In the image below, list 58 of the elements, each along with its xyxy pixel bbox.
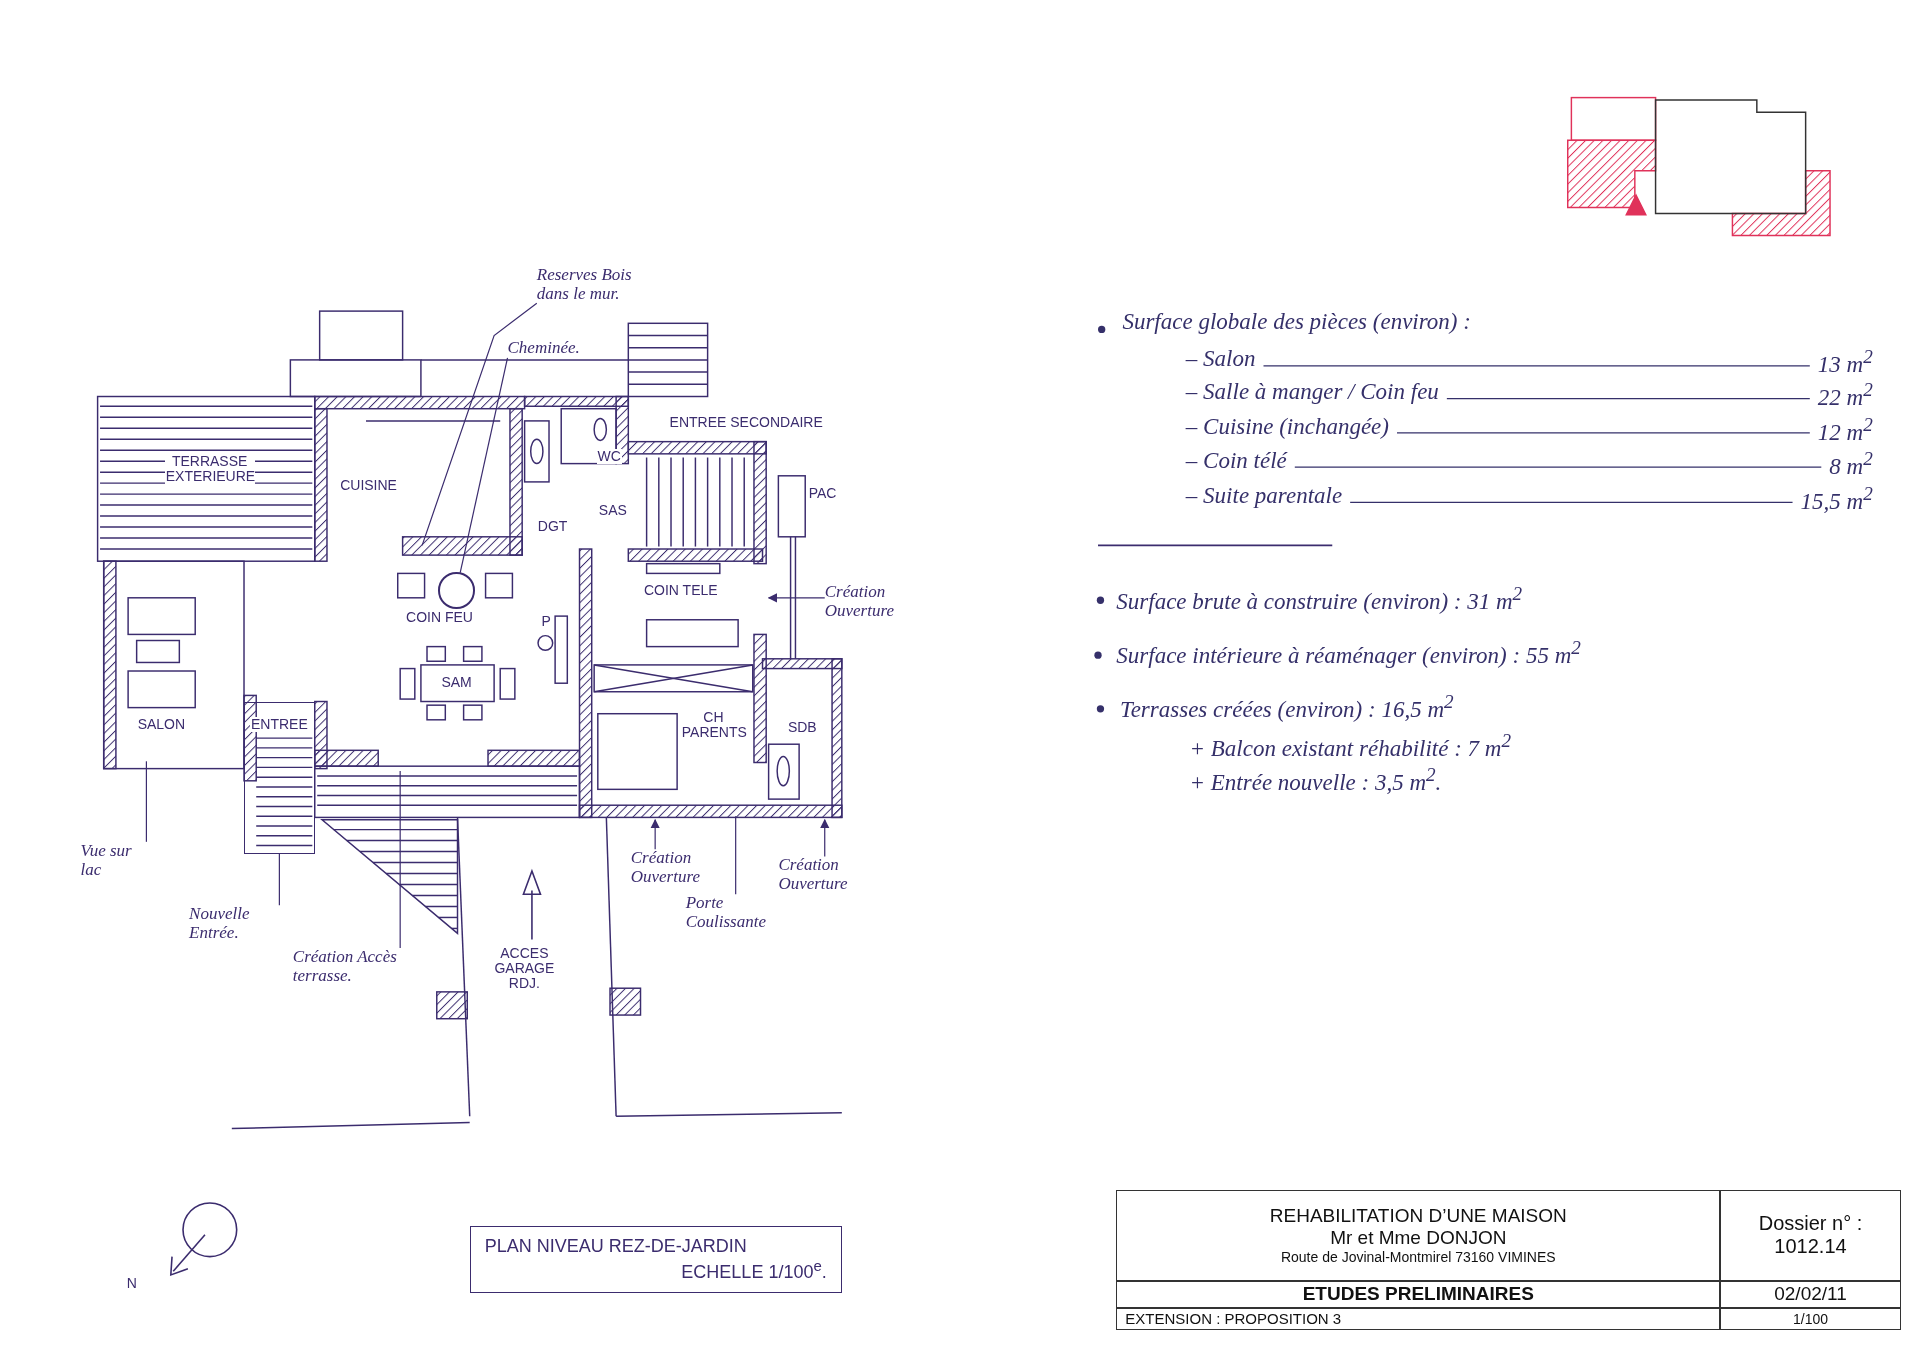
annotation-text: Nouvelle Entrée. <box>189 905 287 943</box>
area-value: 22 m$^{2}$ <box>1817 379 1873 411</box>
area-item: – Salle à manger / Coin feu <box>1185 379 1439 405</box>
annotation-text: Création Ouverture <box>630 849 726 887</box>
title-frame <box>469 1226 842 1294</box>
annotation-text: Porte Coulissante <box>685 894 774 932</box>
area-item: – Cuisine (inchangée) <box>1185 413 1389 439</box>
date-text: 02/02/11 <box>1774 1283 1847 1306</box>
title-block-cell <box>1720 1189 1901 1281</box>
area-item: – Suite parentale <box>1185 483 1343 509</box>
dossier-number: 1012.14 <box>1774 1235 1847 1259</box>
dossier-label: Dossier n° : <box>1758 1212 1863 1236</box>
leader-line <box>399 770 401 949</box>
room-label: WC <box>596 448 622 465</box>
title-block-cell <box>1720 1281 1901 1308</box>
arrow <box>819 818 830 858</box>
leader-line <box>421 302 538 546</box>
phase-title: ETUDES PRELIMINAIRES <box>1302 1283 1534 1306</box>
project-title: REHABILITATION D’UNE MAISON <box>1269 1205 1567 1228</box>
room-label: ENTREE <box>249 716 309 732</box>
annotation-text: Reserves Bois dans le mur. <box>536 265 640 304</box>
area-note: Terrasses créées (environ) : 16,5 m$^{2}$ <box>1119 690 1454 722</box>
area-item: – Coin télé <box>1185 447 1287 474</box>
area-value: 8 m$^{2}$ <box>1829 447 1873 479</box>
room-label: TERRASSE EXTERIEURE <box>164 453 255 485</box>
title-block-cell <box>1720 1307 1901 1330</box>
site-address: Route de Jovinal-Montmirel 73160 VIMINES <box>1280 1249 1556 1266</box>
area-note: Surface intérieure à réaménager (environ) : 55 m$^{2}$ <box>1116 636 1581 668</box>
leader-line <box>735 815 737 895</box>
room-label: PAC <box>807 485 838 501</box>
area-note: + Balcon existant réhabilité : 7 m$^{2}$ <box>1189 729 1511 761</box>
annotation-text: Création Accès terrasse. <box>292 947 440 986</box>
area-value: 12 m$^{2}$ <box>1817 413 1873 445</box>
annotation-text: Vue sur lac <box>80 841 154 880</box>
fireplace-symbol <box>438 572 475 609</box>
area-note: Surface brute à construire (environ) : 31 m$^{2}$ <box>1116 583 1523 615</box>
area-value: 13 m$^{2}$ <box>1817 346 1873 378</box>
scale-note: ECHELLE 1/100$^{e}$. <box>680 1257 827 1284</box>
area-heading: Surface globale des pièces (environ) : <box>1122 308 1471 334</box>
annotation-text: Création Ouverture <box>824 583 923 621</box>
area-item: – Salon <box>1185 346 1256 372</box>
area-value: 15,5 m$^{2}$ <box>1800 483 1873 515</box>
title-block-cell <box>1116 1281 1721 1308</box>
annotation-text: Création Ouverture <box>778 856 876 894</box>
client-name: Mr et Mme DONJON <box>1330 1227 1507 1250</box>
arrow <box>767 593 826 603</box>
annotation-text: Cheminée. <box>507 339 630 358</box>
extension-text: EXTENSION : PROPOSITION 3 <box>1125 1310 1342 1328</box>
arrow <box>650 818 660 850</box>
plan-title: PLAN NIVEAU REZ-DE-JARDIN <box>484 1236 748 1258</box>
leader-line <box>278 853 280 906</box>
area-note: + Entrée nouvelle : 3,5 m$^{2}$. <box>1189 763 1442 795</box>
title-block-cell <box>1116 1189 1721 1281</box>
title-block-cell <box>1116 1307 1721 1330</box>
entry-stair-area <box>244 701 315 854</box>
scale-text: 1/100 <box>1793 1310 1829 1327</box>
leader-line <box>145 760 147 843</box>
room-label: DGT <box>536 518 569 534</box>
